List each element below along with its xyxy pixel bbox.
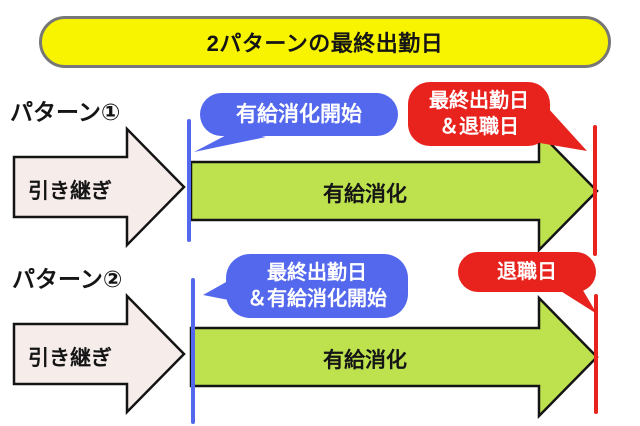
title-text: 2パターンの最終出勤日 (206, 31, 444, 56)
title-banner: 2パターンの最終出勤日 (39, 16, 611, 68)
pattern-2-last-day-bubble-line1: 最終出勤日 (267, 261, 367, 284)
pattern-2-last-day-and-start-bubble: 最終出勤日 ＆有給消化開始 (226, 254, 408, 318)
pattern-2-handover-arrow (12, 293, 186, 415)
pattern-1-paid-leave-arrow-shape (189, 129, 599, 253)
pattern-1-handover-label: 引き継ぎ (28, 180, 112, 203)
pattern-1-label: パターン① (10, 99, 121, 125)
pattern-1-handover-arrow (12, 126, 186, 248)
pattern-1-paid-leave-start-bubble: 有給消化開始 (200, 93, 398, 136)
pattern-1-last-day-bubble-line2: ＆退職日 (439, 116, 519, 138)
pattern-2-retirement-day-marker-line (594, 294, 598, 414)
pattern-2-last-day-bubble-line2: ＆有給消化開始 (247, 288, 387, 310)
pattern-1-retirement-day-marker-line (593, 125, 597, 256)
pattern-2-paid-leave-arrow-shape (189, 295, 599, 419)
pattern-2-retirement-bubble-line1: 退職日 (497, 260, 557, 283)
pattern-2-paid-leave-arrow (189, 295, 599, 419)
pattern-1-paid-leave-label: 有給消化 (323, 183, 407, 206)
pattern-1-paid-leave-start-bubble-line1: 有給消化開始 (236, 102, 362, 126)
pattern-1-last-day-and-retirement-bubble: 最終出勤日 ＆退職日 (408, 82, 550, 146)
pattern-2-handover-arrow-shape (12, 293, 186, 415)
pattern-1-last-day-bubble-line1: 最終出勤日 (429, 89, 529, 112)
pattern-1-paid-leave-arrow (189, 129, 599, 253)
pattern-1-handover-arrow-shape (12, 126, 186, 248)
pattern-2-handover-label: 引き継ぎ (28, 347, 112, 370)
pattern-2-retirement-day-bubble: 退職日 (458, 252, 596, 292)
pattern-2-paid-leave-start-marker-line (191, 278, 195, 424)
pattern-2-paid-leave-label: 有給消化 (323, 349, 407, 372)
pattern-1-paid-leave-start-marker-line (187, 119, 191, 242)
pattern-2-label: パターン② (12, 266, 123, 292)
